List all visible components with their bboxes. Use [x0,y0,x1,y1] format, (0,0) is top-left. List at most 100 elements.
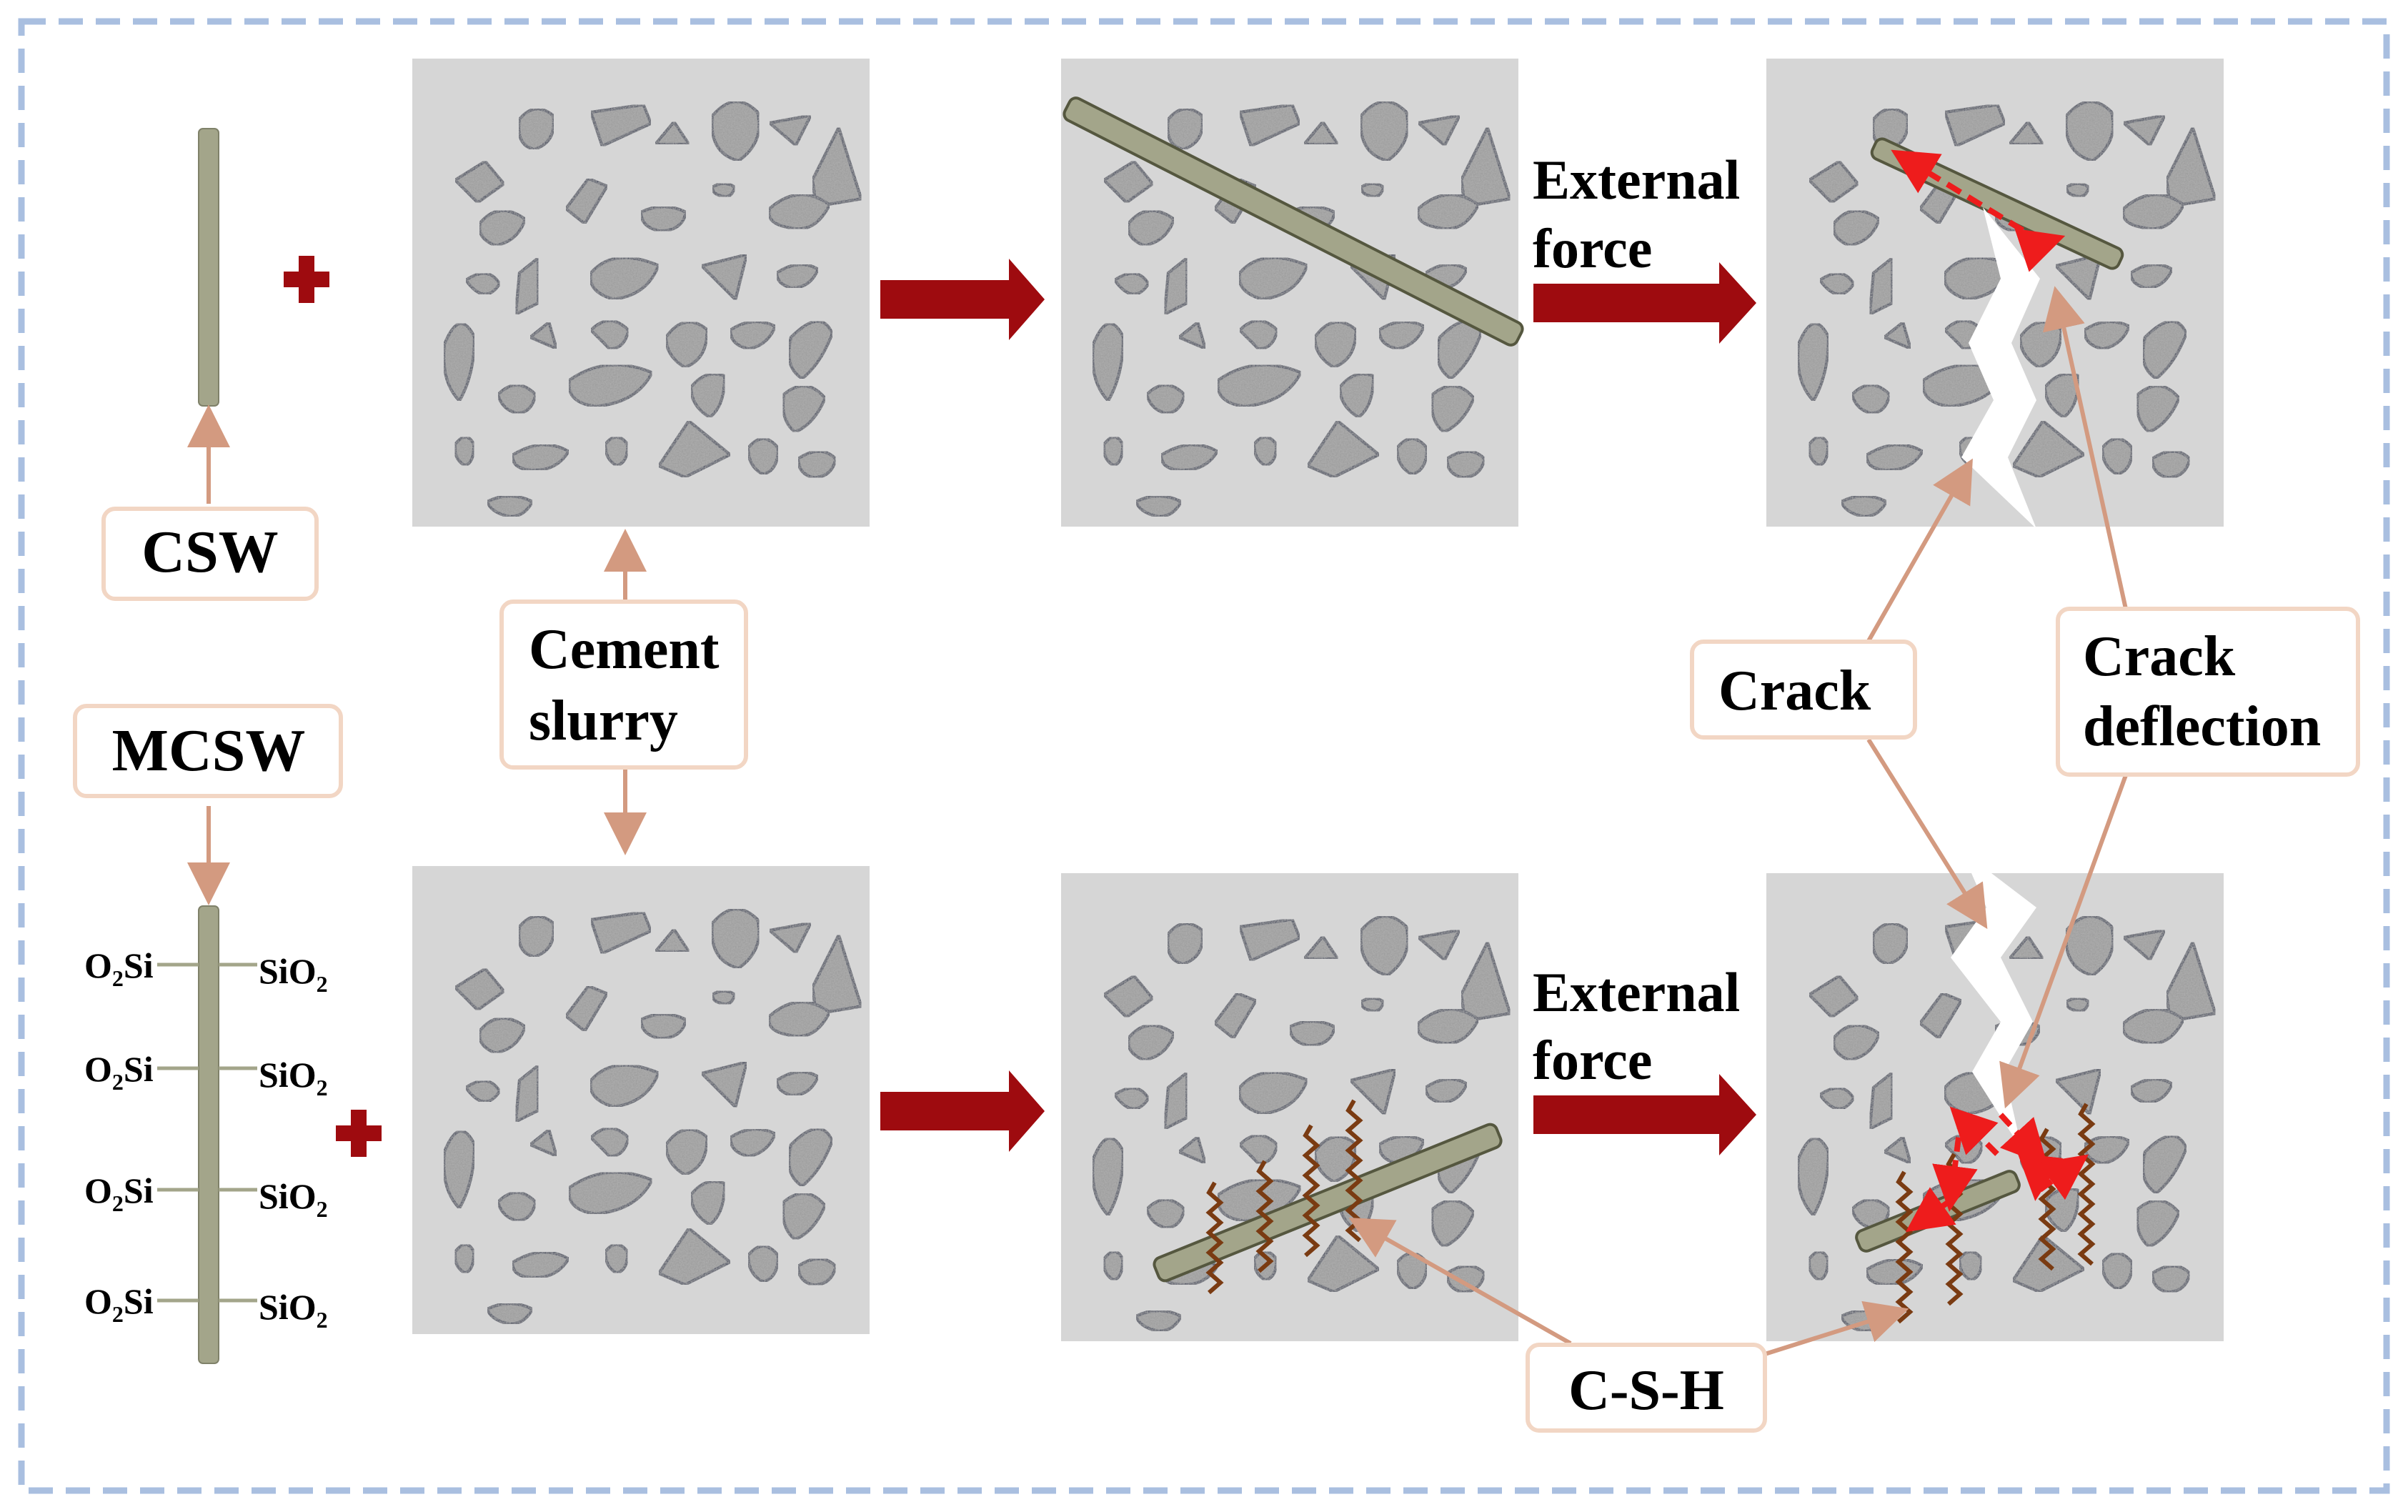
aggregate-particle [485,494,534,519]
sio2-group-label: SiO2 [259,1176,328,1222]
aggregate-particle [589,319,630,351]
aggregate-particle [781,384,827,434]
aggregate-particle [1163,254,1189,317]
aggregate-particle [453,1243,476,1275]
aggregate-particle [1238,256,1310,301]
aggregate-particle [781,1191,827,1241]
aggregate-particle [1216,363,1303,408]
aggregate-particle [689,372,727,419]
aggregate-particle [1918,991,1964,1041]
aggregate-particle [710,989,737,1006]
aggregate-particle [1347,1067,1398,1118]
aggregate-particle [452,159,507,205]
aggregate-particle [589,910,653,956]
plus-icon-top [284,256,329,303]
aggregate-particle [1807,1250,1830,1282]
aggregate-particle [746,1244,780,1283]
csh-leader-right [1764,1300,1909,1356]
aggregate-particle [485,1302,534,1326]
csh-fiber [1345,1099,1363,1243]
aggregate-particle [2018,320,2063,369]
aggregate-particle [1832,1023,1881,1062]
cement-slurry-label-line1: Cement [529,618,720,681]
aggregate-particle [1238,103,1302,149]
panel-top-1 [412,59,870,527]
aggregate-particle [1127,1023,1176,1062]
aggregate-particle [1415,113,1463,148]
aggregate-particle [1213,991,1258,1041]
mcsw-whisker [198,905,219,1364]
aggregate-particle [603,1243,630,1275]
aggregate-particle [710,100,761,163]
aggregate-particle [478,209,527,247]
external-force-bottom-line2: force [1533,1029,1652,1091]
aggregate-particle [1943,103,2007,149]
crack-label-box [1690,640,1917,740]
csh-leader-left [1348,1218,1572,1346]
aggregate-particle [453,435,476,467]
aggregate-particle [652,119,692,146]
aggregate-particle [2100,1251,2134,1290]
aggregate-particle [2141,1134,2189,1195]
aggregate-particle [2052,252,2103,303]
aggregate-particle [1359,181,1386,199]
aggregate-particle [1175,319,1208,352]
sio2-group-label: SiO2 [259,1055,328,1100]
aggregate-particle [1416,193,1481,231]
aggregate-particle [767,193,832,231]
cement-slurry-label-box [499,600,748,770]
aggregate-particle [1134,1309,1183,1333]
aggregate-particle [1395,437,1429,476]
aggregate-particle [452,966,507,1013]
crack-bolt-bottom [1951,850,2036,1150]
aggregate-particle [2129,262,2174,290]
crack-leader-top [1866,458,1973,642]
aggregate-particle [1871,922,1910,966]
aggregate-particle [746,437,780,476]
aggregate-particle [1416,1008,1481,1045]
mcsw-label: MCSW [112,717,306,784]
aggregate-particle [2120,927,2168,963]
aggregate-particle [1796,322,1831,404]
aggregate-particle [1806,973,1861,1020]
crack-bolt-top [1961,207,2040,529]
aggregate-particle [787,319,835,381]
aggregate-particle [689,1180,727,1227]
aggregate-particle [442,322,477,404]
aggregate-particle [1134,494,1183,519]
aggregate-particle [2010,418,2087,479]
aggregate-particle [1807,435,1830,467]
aggregate-particle [527,319,559,352]
aggregate-particle [2121,1008,2186,1045]
aggregate-particle [1359,100,1410,163]
aggregate-particle [510,1250,571,1280]
aggregate-particle [2100,437,2134,476]
csw-label: CSW [141,519,278,585]
aggregate-particle [1881,1134,1913,1166]
aggregate-particle [2064,100,2115,163]
crack-label: Crack [1718,660,1871,722]
aggregate-particle [1166,922,1205,966]
deflection-arrow-bottom [1905,1106,2089,1233]
aggregate-particle [517,107,556,151]
aggregate-particle [1868,254,1894,317]
aggregate-particle [1300,119,1341,146]
aggregate-particle [2052,1067,2103,1118]
aggregate-particle [656,1225,733,1287]
aggregate-particle [656,418,733,479]
aggregate-particle [1145,1198,1186,1230]
aggregate-particle [664,1128,709,1177]
aggregate-particle [1113,1086,1150,1110]
aggregate-particle [2006,119,2046,146]
aggregate-particle [1163,1069,1189,1132]
aggregate-particle [1175,1134,1208,1166]
aggregate-particle [527,1127,559,1159]
aggregate-particle [464,272,502,296]
external-force-top-line1: External [1533,149,1740,211]
csh-fiber [1302,1124,1320,1258]
aggregate-particle [652,926,692,954]
crack-deflection-label-line2: deflection [2083,695,2321,758]
aggregate-particle [1101,973,1155,1020]
aggregate-particle [510,443,571,472]
aggregate-particle [2141,319,2189,381]
